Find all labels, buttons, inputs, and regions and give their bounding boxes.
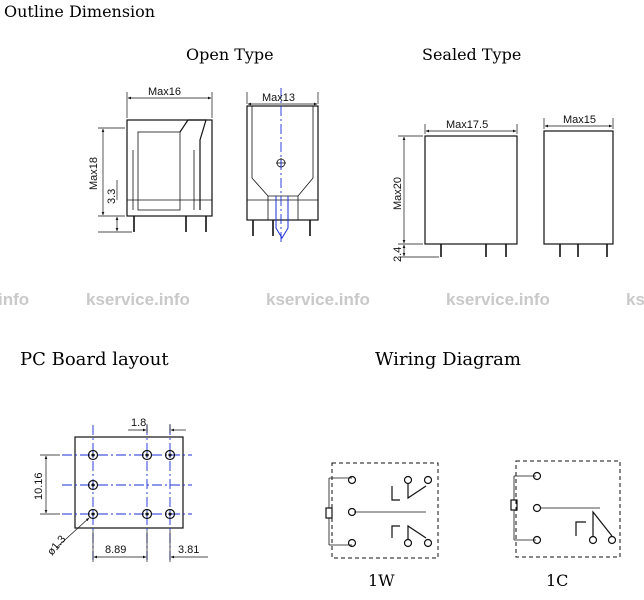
heading-pc-board-layout: PC Board layout bbox=[20, 349, 169, 370]
dim-open-width: Max16 bbox=[148, 86, 181, 98]
watermark-text: kservice.info bbox=[446, 290, 550, 309]
wiring-diagram-1c: 1C bbox=[510, 460, 621, 590]
dim-open-depth: Max13 bbox=[262, 92, 295, 104]
open-type-side-view: Max13 bbox=[246, 88, 319, 244]
watermark-text: kservice.info bbox=[266, 290, 370, 309]
wiring-label-1c: 1C bbox=[546, 571, 568, 590]
dim-sealed-pin-length: 2.4 bbox=[392, 247, 404, 262]
heading-open-type: Open Type bbox=[186, 45, 274, 64]
dim-pcb-spacing-b: 3.81 bbox=[178, 544, 199, 556]
pcb-holes bbox=[87, 449, 176, 520]
dim-pcb-row-pitch: 10.16 bbox=[33, 472, 45, 500]
heading-wiring-diagram: Wiring Diagram bbox=[375, 349, 521, 370]
dim-pcb-pitch-small: 1.8 bbox=[131, 417, 146, 429]
dim-sealed-width: Max17.5 bbox=[446, 119, 488, 131]
open-type-front-view: Max16 Max18 3.3 bbox=[88, 86, 213, 233]
dim-sealed-depth: Max15 bbox=[563, 114, 596, 126]
dim-pcb-hole-diameter: ø1.3 bbox=[45, 533, 68, 558]
dim-pcb-spacing-a: 8.89 bbox=[105, 544, 126, 556]
dim-sealed-height: Max20 bbox=[392, 177, 404, 210]
sealed-type-front-view: Max17.5 Max20 2.4 bbox=[392, 119, 518, 262]
wiring-label-1w: 1W bbox=[368, 571, 395, 590]
heading-sealed-type: Sealed Type bbox=[422, 45, 521, 64]
dim-open-height: Max18 bbox=[88, 157, 100, 190]
sealed-type-side-view: Max15 bbox=[543, 114, 614, 257]
watermark-text: ks bbox=[626, 290, 644, 309]
watermark-row: info kservice.info kservice.info kservic… bbox=[0, 290, 644, 309]
wiring-diagram-1w: 1W bbox=[325, 462, 439, 590]
watermark-text: info bbox=[0, 290, 29, 309]
watermark-text: kservice.info bbox=[86, 290, 190, 309]
pc-board-layout: 1.8 10.16 ø1.3 8.89 3.81 bbox=[33, 417, 208, 562]
dim-open-pin-length: 3.3 bbox=[106, 189, 118, 204]
heading-outline-dimension: Outline Dimension bbox=[4, 2, 155, 21]
